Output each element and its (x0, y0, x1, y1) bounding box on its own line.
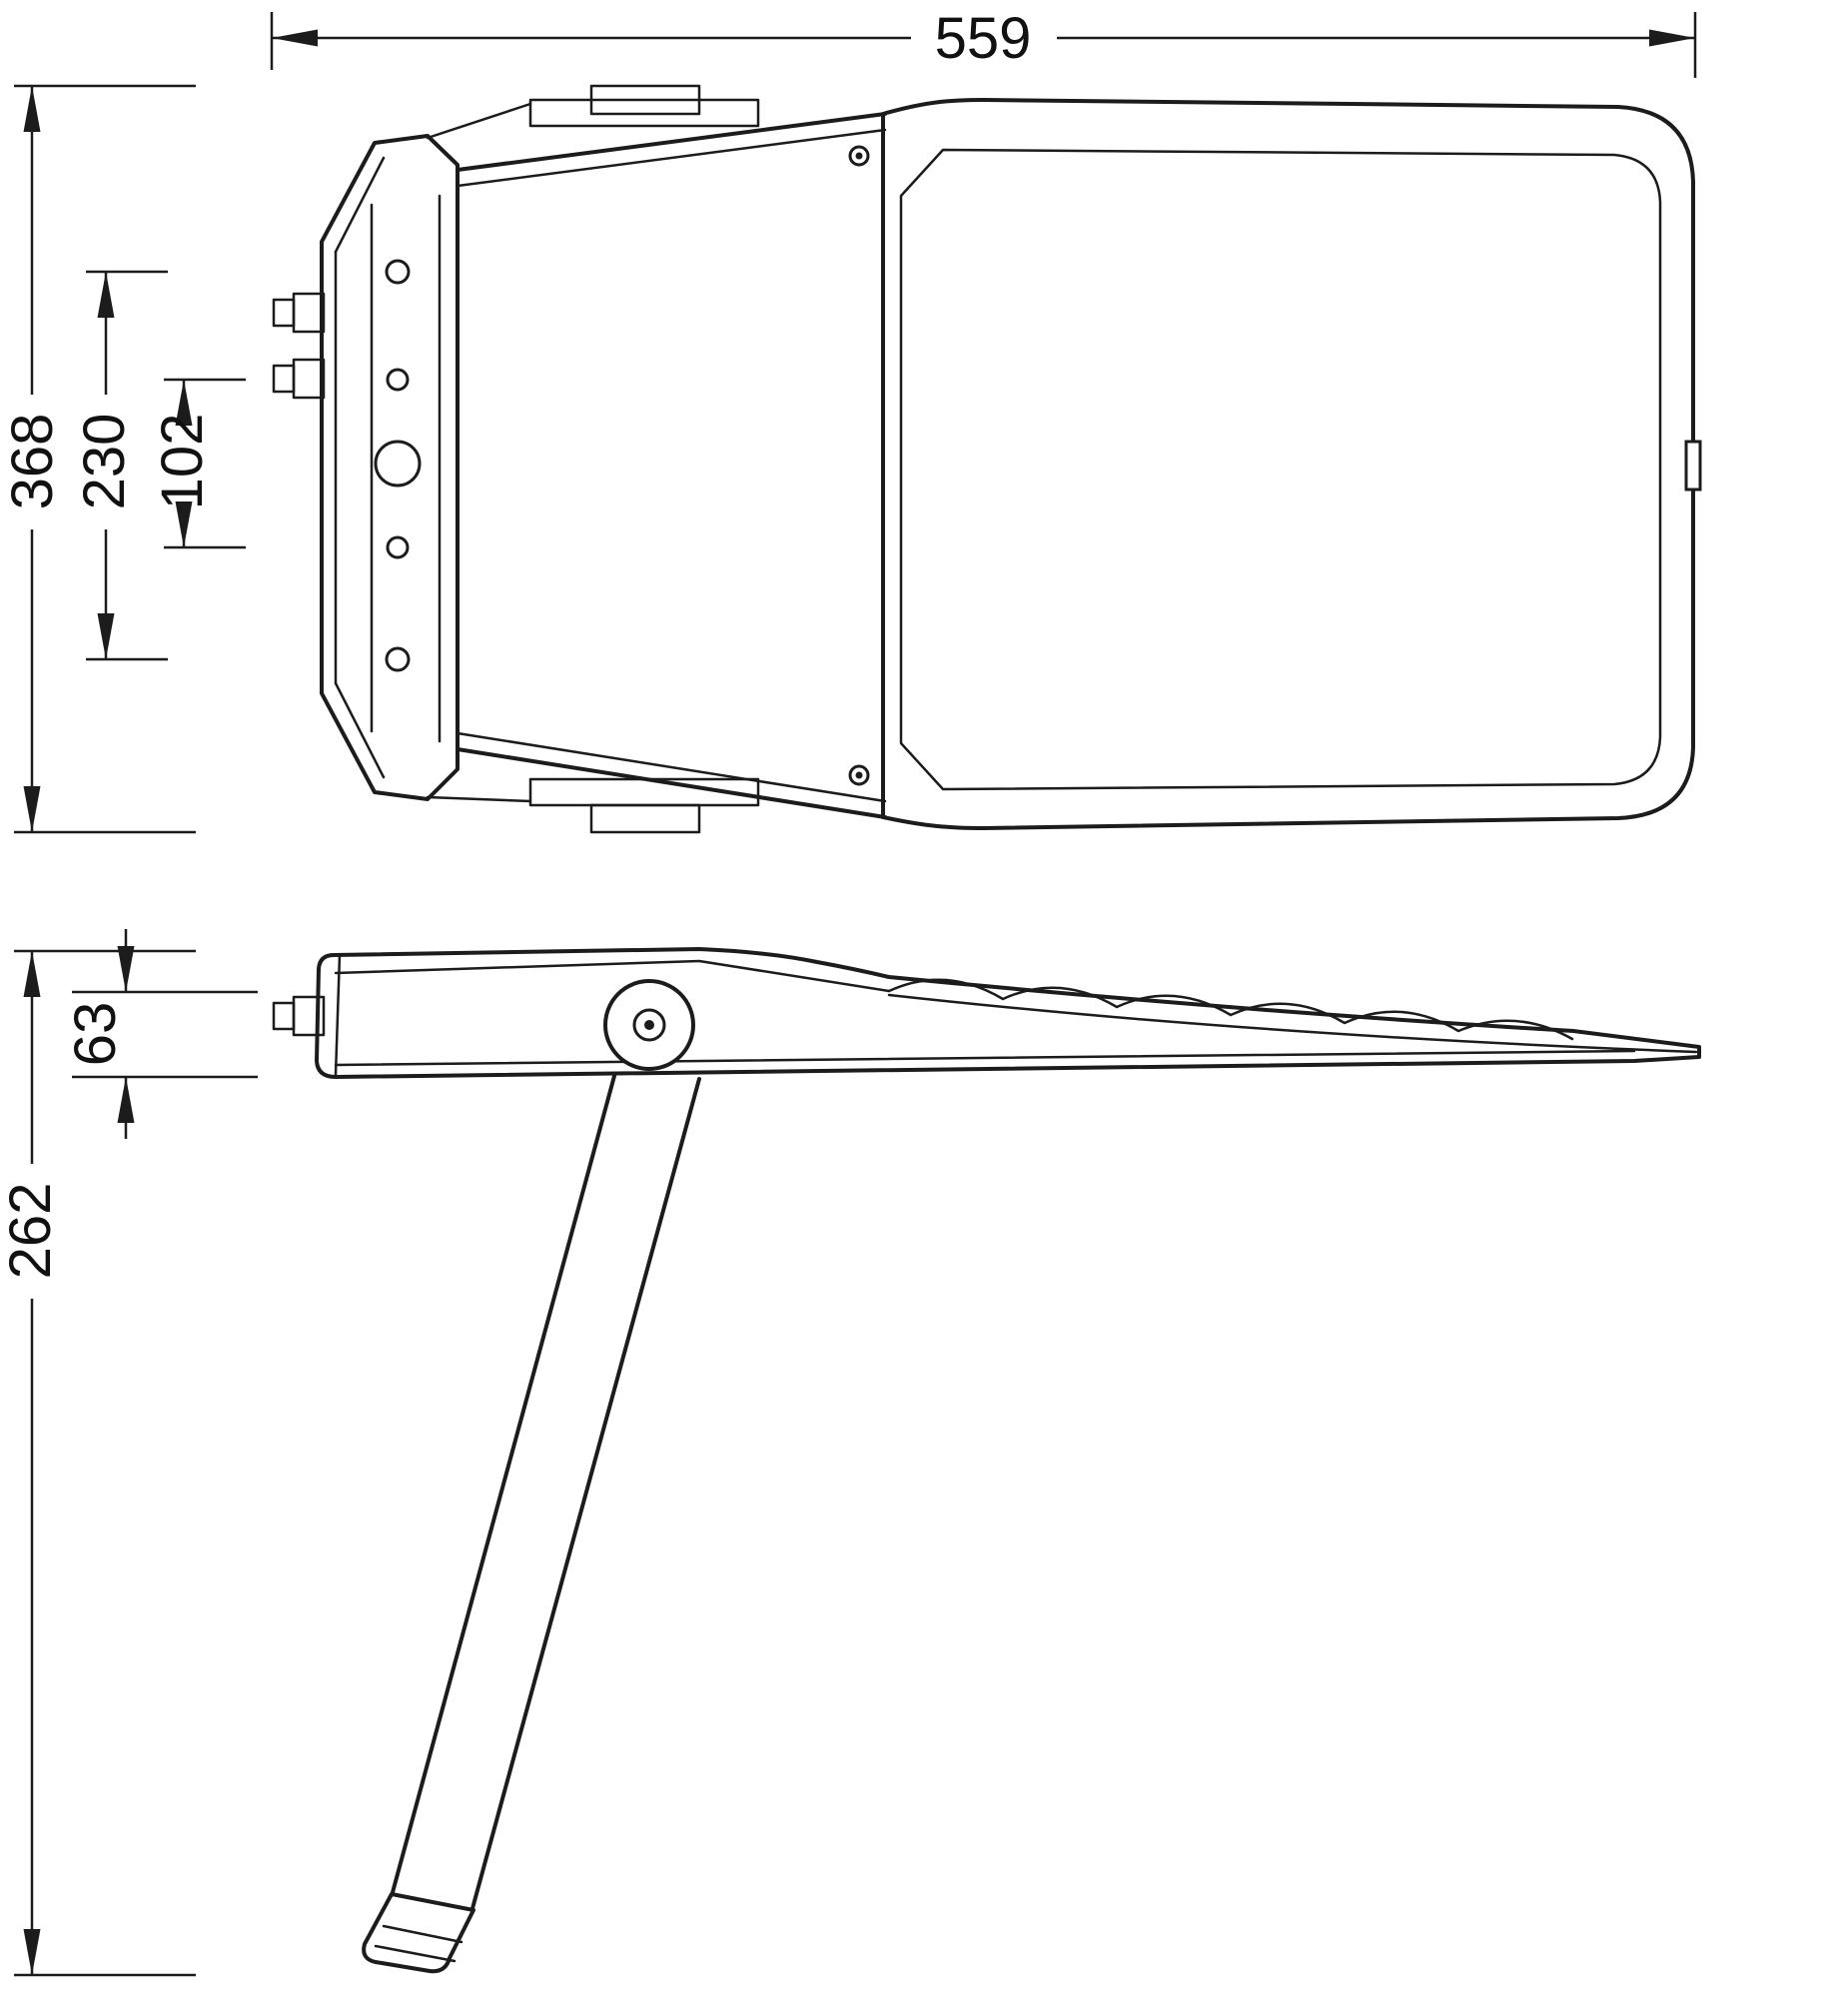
dim-arrow-left-icon (272, 29, 318, 47)
cable-gland-side (272, 995, 326, 1037)
dim-hole-spacing-outer: 230 (72, 270, 168, 661)
dim-overall-height: 368 (0, 84, 196, 834)
hole-spacing-outer-label: 230 (72, 414, 137, 510)
housing-screw-top (848, 145, 870, 167)
overall-width-label: 559 (935, 6, 1032, 71)
dim-arrow-down-icon (97, 613, 115, 659)
plan-view (272, 84, 1702, 834)
lens-housing-outline (881, 98, 1695, 830)
dim-arrow-up-icon (23, 951, 41, 997)
dim-arrow-right-icon (1649, 29, 1695, 47)
lens-edge-clip (1684, 440, 1702, 492)
side-view (272, 947, 1701, 1974)
housing-thickness-label: 63 (63, 1002, 128, 1067)
mounting-holes (374, 259, 422, 672)
mounting-bracket (320, 134, 460, 801)
dim-arrow-down-icon (23, 1929, 41, 1975)
dim-hole-spacing-inner: 102 (150, 378, 246, 549)
lens-inner-frame (899, 148, 1662, 791)
dim-arrow-down-icon (23, 786, 41, 832)
dim-arrow-up-icon (117, 1077, 135, 1123)
retaining-tabs (426, 84, 760, 834)
side-body-seams (334, 953, 1698, 1077)
stand-leg (362, 1063, 701, 1974)
dim-arrow-up-icon (97, 272, 115, 318)
dim-housing-thickness: 63 (63, 929, 258, 1139)
overall-depth-label: 262 (0, 1183, 63, 1280)
dim-arrow-down-icon (117, 946, 135, 992)
cable-gland-lower (272, 358, 326, 400)
cable-gland-upper (272, 292, 326, 334)
dim-overall-depth: 262 (0, 949, 196, 1977)
dim-arrow-up-icon (23, 86, 41, 132)
housing-neck (456, 112, 887, 819)
overall-height-label: 368 (0, 414, 65, 510)
pivot-hinge (603, 979, 695, 1071)
hole-spacing-inner-label: 102 (150, 414, 215, 510)
dim-overall-width: 559 (270, 6, 1697, 78)
lens-ribs (887, 978, 1574, 1041)
housing-screw-bottom (848, 764, 870, 786)
